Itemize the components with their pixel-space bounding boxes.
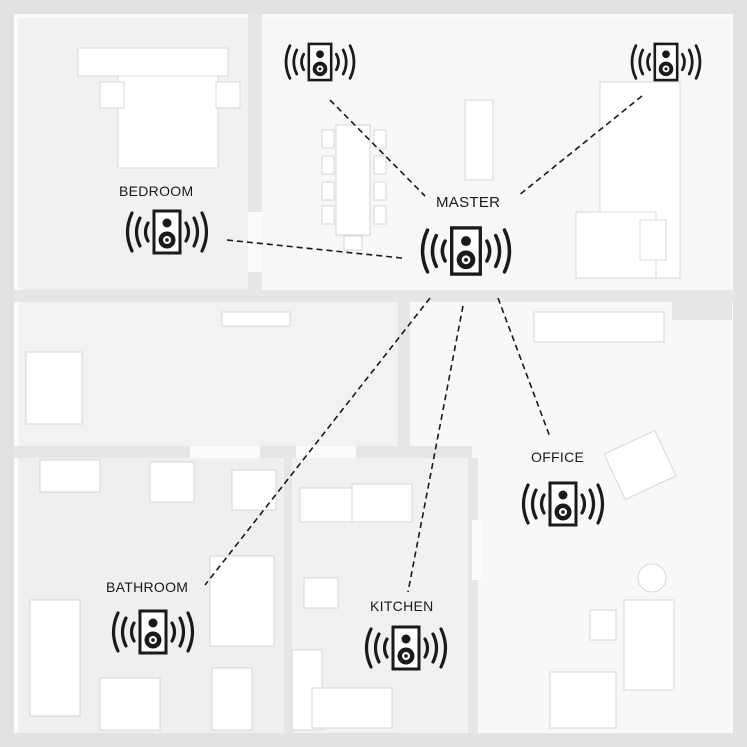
label-bedroom: BEDROOM	[119, 183, 194, 199]
sofa	[575, 81, 681, 279]
link-living-left	[329, 99, 426, 197]
label-master: MASTER	[436, 194, 501, 211]
cabinet	[464, 99, 494, 181]
speaker-links	[204, 95, 643, 593]
link-bathroom	[204, 297, 431, 586]
doors	[190, 212, 482, 580]
label-kitchen: KITCHEN	[370, 598, 434, 614]
link-living-right	[517, 95, 643, 197]
label-bathroom: BATHROOM	[106, 579, 189, 595]
bed	[77, 47, 241, 169]
link-office	[497, 297, 551, 438]
label-office: OFFICE	[531, 449, 585, 465]
kitchen-furniture	[291, 483, 413, 731]
office-furniture	[533, 311, 677, 729]
radiator	[221, 311, 291, 327]
window	[25, 351, 83, 425]
link-kitchen	[407, 305, 464, 593]
dining-table	[321, 124, 387, 251]
bathroom-furniture	[29, 459, 277, 731]
